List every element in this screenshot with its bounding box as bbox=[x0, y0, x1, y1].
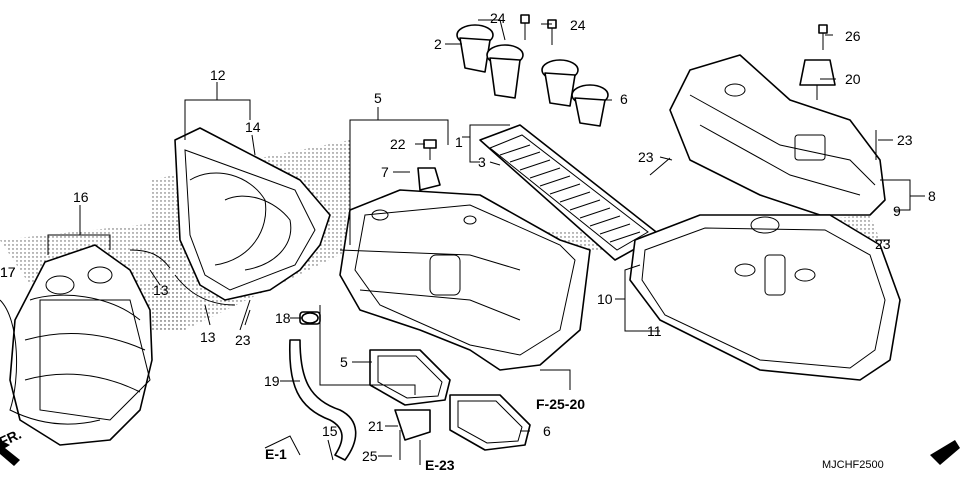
callout-23b: 23 bbox=[638, 149, 654, 165]
ref-e-1: E-1 bbox=[265, 446, 287, 462]
throttle-body-housing bbox=[0, 244, 153, 446]
callout-6b: 17 bbox=[0, 264, 16, 280]
air-cleaner-upper-cover bbox=[669, 54, 886, 216]
callout-12: 12 bbox=[210, 67, 226, 83]
callout-26: 26 bbox=[845, 28, 861, 44]
ref-f-25-20: F-25-20 bbox=[536, 396, 585, 412]
callout-2: 2 bbox=[434, 36, 442, 52]
cover-gasket-assembly bbox=[629, 214, 901, 381]
callout-7: 7 bbox=[381, 164, 389, 180]
section-references: F-25-20 E-1 E-23 bbox=[265, 396, 585, 473]
callout-14: 14 bbox=[245, 119, 261, 135]
air-cleaner-lower-case bbox=[339, 189, 591, 371]
funnel-parts bbox=[456, 24, 609, 127]
callout-17: 18 bbox=[275, 310, 291, 326]
callout-24b: 24 bbox=[570, 17, 586, 33]
callout-23a: 23 bbox=[897, 132, 913, 148]
callout-23c: 23 bbox=[875, 236, 891, 252]
callout-15: 16 bbox=[73, 189, 89, 205]
callout-20: 21 bbox=[368, 418, 384, 434]
drawing-code: MJCHF2500 bbox=[822, 459, 884, 471]
callout-16: 17 bbox=[0, 264, 16, 280]
callout-6a: 6 bbox=[620, 91, 628, 107]
callout-18: 19 bbox=[264, 373, 280, 389]
callout-5b: 6 bbox=[543, 423, 551, 439]
callout-10: 10 bbox=[597, 291, 613, 307]
callout-21: 20 bbox=[845, 71, 861, 87]
callout-19: 15 bbox=[322, 423, 338, 439]
leader-lines bbox=[47, 19, 925, 465]
air-funnel-assembly bbox=[129, 127, 331, 306]
callout-numbers: 24 24 2 6 12 14 16 5 1 3 22 7 26 20 23 2… bbox=[0, 10, 936, 464]
callout-11: 11 bbox=[647, 323, 662, 339]
callout-23d: 23 bbox=[235, 332, 251, 348]
callout-24a: 24 bbox=[490, 10, 506, 26]
ref-e-23: E-23 bbox=[425, 457, 455, 473]
callout-5a: 5 bbox=[340, 354, 348, 370]
callout-3: 3 bbox=[478, 154, 486, 170]
fr-label: FR. bbox=[0, 426, 24, 450]
gaskets bbox=[369, 349, 531, 451]
callout-13a: 13 bbox=[153, 282, 169, 298]
callout-13b: 13 bbox=[200, 329, 216, 345]
callout-22: 22 bbox=[390, 136, 406, 152]
front-direction-arrow bbox=[0, 440, 960, 466]
callout-1: 1 bbox=[455, 134, 463, 150]
callout-8: 8 bbox=[928, 188, 936, 204]
callout-25: 25 bbox=[362, 448, 378, 464]
callout-9: 9 bbox=[893, 203, 901, 219]
callout-4: 5 bbox=[374, 90, 382, 106]
